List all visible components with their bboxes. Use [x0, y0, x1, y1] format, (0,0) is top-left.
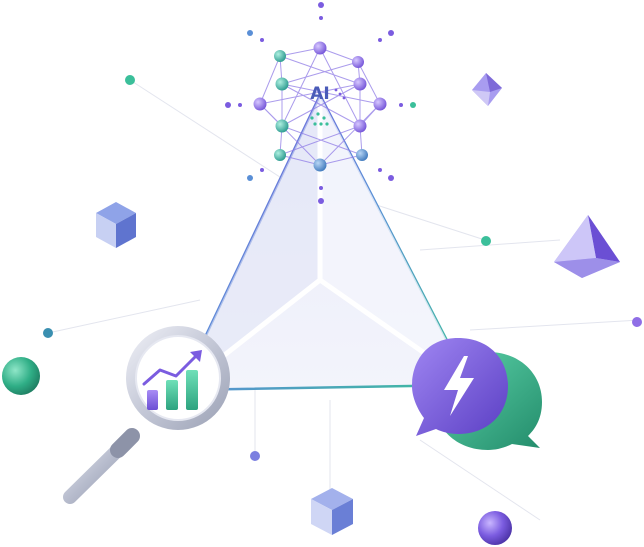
triangle-frame — [178, 93, 472, 392]
decorative-dots — [43, 75, 642, 461]
sphere-icon — [478, 511, 512, 545]
background-lines — [47, 79, 641, 521]
pyramid-icon — [554, 215, 620, 278]
sphere-icon — [2, 357, 40, 395]
cube-icon — [311, 488, 353, 535]
octahedron-icon — [472, 73, 502, 106]
analytics-magnifier-icon — [63, 326, 230, 504]
ai-network-icon: AI — [225, 2, 416, 204]
lightning-chat-icon — [412, 338, 542, 450]
cube-icon — [96, 202, 136, 248]
ai-hub-label: AI — [310, 84, 329, 104]
